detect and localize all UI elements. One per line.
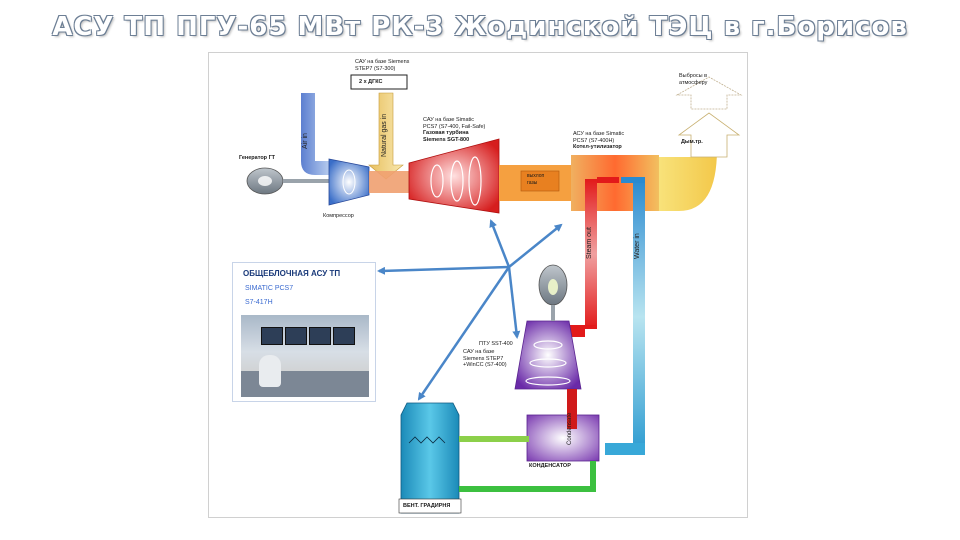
emissions-arrow <box>675 76 743 110</box>
label-kondensator: КОНДЕНСАТОР <box>529 463 571 469</box>
steam-out-pipe <box>585 179 597 329</box>
block-title: ОБЩЕБЛОЧНАЯ АСУ ТП <box>243 269 341 278</box>
label-ptu: ПТУ SST-400 <box>479 341 513 347</box>
control-arrow-block <box>377 265 510 275</box>
cooling-water-return <box>459 461 596 492</box>
control-arrow-gt <box>489 219 511 268</box>
control-arrow-st <box>507 266 521 339</box>
dgk-box <box>350 74 408 90</box>
label-condensate: Condensate <box>567 412 573 445</box>
condensate-pipe <box>567 389 577 429</box>
block-line-2: S7-417H <box>245 299 273 306</box>
label-dgk: 2 х ДГКС <box>359 79 383 85</box>
page-title: АСУ ТП ПГУ-65 МВт РК-3 Жодинской ТЭЦ в г… <box>52 12 908 42</box>
label-air-in: Air in <box>302 133 309 149</box>
label-generator-gt: Генератор ГТ <box>239 155 276 161</box>
shaft <box>283 179 329 183</box>
label-steam-out: Steam out <box>586 227 593 259</box>
combustor <box>369 171 409 193</box>
control-arrow-hrsg <box>508 223 563 268</box>
label-water-in: Water in <box>634 233 641 259</box>
compressor <box>328 158 370 206</box>
air-duct <box>301 93 331 175</box>
label-natural-gas-in: Natural gas in <box>381 113 388 157</box>
stack-arrow <box>677 112 741 158</box>
block-line-1: SIMATIC PCS7 <box>245 285 294 292</box>
diagram-canvas <box>246 74 743 514</box>
label-gradirnya: ВЕНТ. ГРАДИРНЯ <box>403 503 451 509</box>
control-arrow-tower <box>417 266 511 401</box>
block-control-panel: ОБЩЕБЛОЧНАЯ АСУ ТП SIMATIC PCS7 S7-417H <box>232 262 376 402</box>
cooling-tower <box>400 402 460 514</box>
gas-turbine <box>408 138 500 214</box>
label-stack: Дым.тр. <box>681 139 703 145</box>
label-kompressor: Компрессор <box>323 213 354 219</box>
steam-turbine <box>514 320 582 390</box>
condenser <box>526 414 600 462</box>
water-in-pipe <box>633 179 645 455</box>
control-room-photo <box>241 315 369 397</box>
